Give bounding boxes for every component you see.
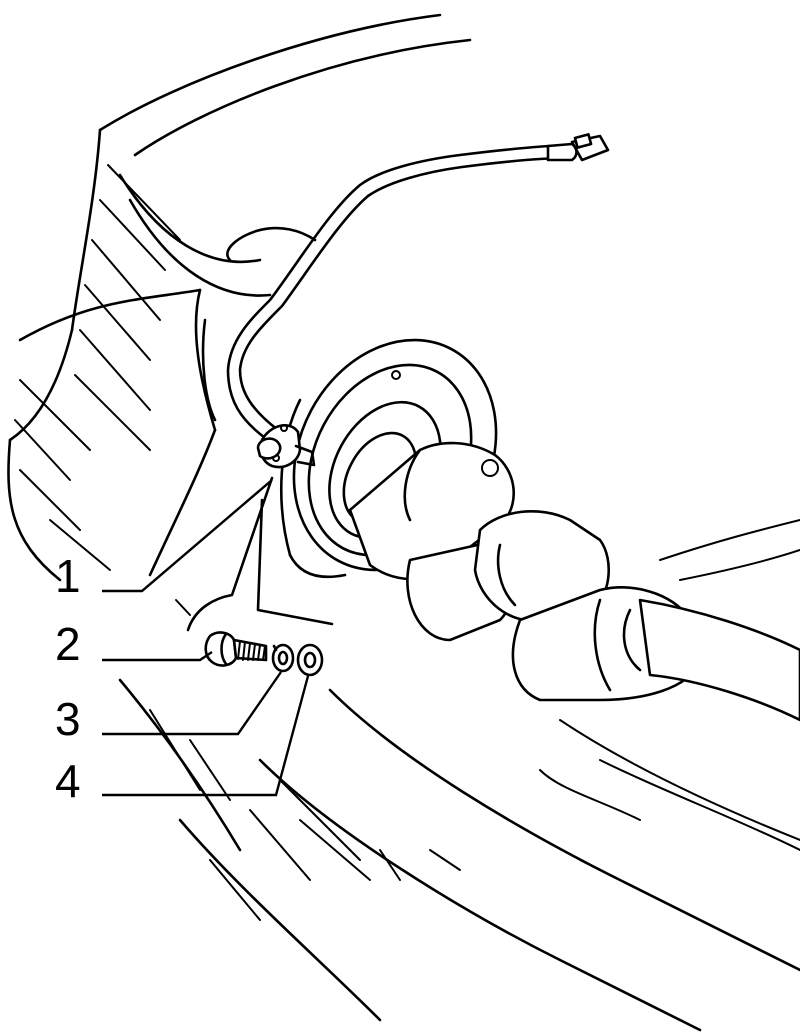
callout-labels: 1 2 3 4 [55,550,81,807]
leader-line-2 [102,651,213,662]
speed-sensor [226,133,610,469]
sensor-bracket-line [175,476,334,632]
leader-line-1 [102,479,273,593]
callout-label-4: 4 [55,755,81,807]
leader-line-4 [102,675,310,797]
bolt [204,631,268,667]
engine-block-outline [7,13,800,1032]
spring-washer [271,643,295,673]
leader-line-3 [102,671,282,736]
leader-lines [102,479,310,797]
callout-label-2: 2 [55,618,81,670]
flat-washer [296,643,324,677]
crankshaft [348,441,800,722]
callout-label-3: 3 [55,693,81,745]
callout-label-1: 1 [55,550,81,602]
